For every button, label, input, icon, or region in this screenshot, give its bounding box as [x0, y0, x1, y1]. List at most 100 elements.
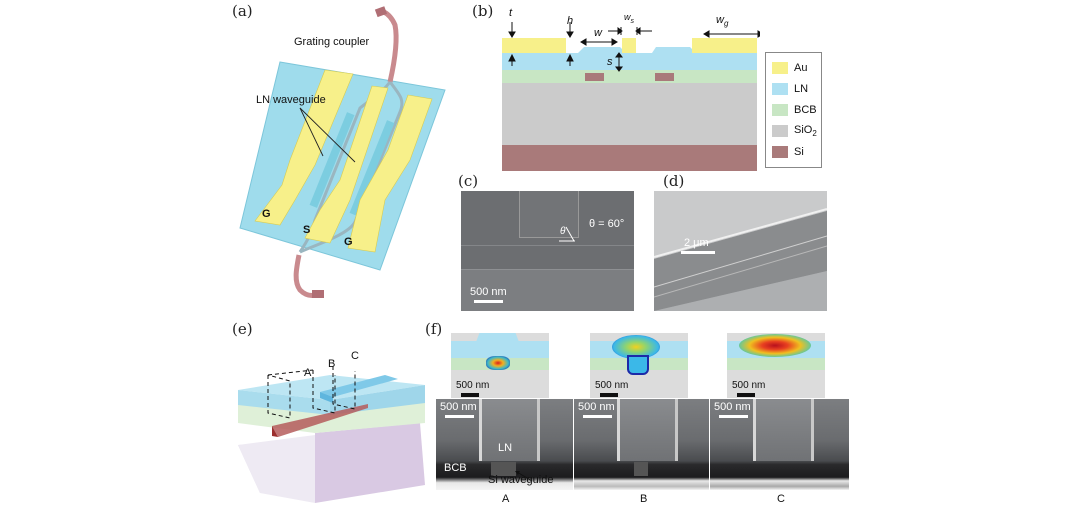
legend-swatch-si [772, 146, 788, 158]
ln-annotation-arrow-2 [299, 107, 356, 163]
si-waveguide-2 [655, 73, 674, 81]
sem-c-lower-region [461, 269, 634, 311]
dim-label-wg: wg [716, 14, 728, 28]
electrode-signal [304, 85, 389, 244]
ln-waveguide-arm-2 [349, 120, 395, 216]
column-label-a: A [502, 493, 510, 505]
substrate-side [315, 423, 425, 503]
angle-symbol: θ [560, 226, 566, 237]
angle-marker [559, 226, 575, 242]
column-label-c: C [777, 493, 785, 505]
sim-scale-label-b: 500 nm [595, 380, 629, 391]
panel-d-sem-image: 2 μm [654, 191, 827, 311]
ln-waveguide-label: LN waveguide [256, 94, 326, 106]
dim-label-h: h [567, 15, 574, 27]
top-fiber [382, 9, 399, 83]
si-taper [272, 404, 368, 437]
dimension-arrows [508, 22, 760, 72]
legend-text-sio2-main: SiO [794, 123, 813, 136]
sim-a-ln [451, 341, 549, 358]
au-electrode-right [692, 38, 757, 53]
angle-value-label: θ = 60° [589, 218, 625, 230]
sim-scale-bar-c [737, 393, 755, 397]
sim-scale-label-a: 500 nm [456, 380, 490, 391]
legend-text-ln: LN [794, 83, 809, 95]
legend-swatch-sio2 [772, 125, 788, 137]
scale-label-d: 2 μm [684, 237, 709, 249]
scale-bar-d [681, 251, 715, 254]
material-legend: Au LN BCB SiO2 Si [765, 52, 822, 168]
sim-a-mode [486, 356, 510, 370]
scale-bar-c [474, 300, 503, 303]
si-taper-end [272, 426, 278, 437]
sem-scale-bar-b [583, 415, 612, 418]
legend-text-bcb: BCB [794, 104, 817, 116]
section-label-a: A [304, 367, 312, 379]
sim-scale-bar-b [600, 393, 618, 397]
panel-f-label: (f) [425, 320, 443, 338]
dim-label-s: s [607, 56, 613, 68]
legend-item-au: Au [772, 61, 807, 75]
sem-scale-bar-c [719, 415, 748, 418]
sem-a-ridge [479, 399, 540, 461]
sim-c-bcb [727, 358, 825, 370]
legend-swatch-au [772, 62, 788, 74]
bottom-connector [312, 290, 324, 298]
section-label-b: B [328, 358, 336, 370]
ln-annotation-arrow-1 [299, 107, 324, 157]
legend-text-sio2: SiO2 [794, 124, 817, 138]
legend-item-si: Si [772, 145, 804, 159]
sem-c-ridge [519, 191, 579, 238]
dim-label-t: t [509, 7, 513, 19]
scale-label-c: 500 nm [470, 286, 507, 298]
mode-simulation-a: 500 nm [451, 333, 549, 398]
ln-waveguide-arm-1 [309, 112, 355, 208]
electrode-ground-right [347, 94, 433, 253]
dim-label-ws-main: w [624, 12, 631, 22]
panel-d-label: (d) [663, 172, 685, 190]
panel-b-label: (b) [472, 2, 494, 20]
panel-a-label: (a) [232, 2, 253, 20]
grating-coupler-label: Grating coupler [294, 36, 370, 48]
legend-swatch-ln [772, 83, 788, 95]
legend-text-au: Au [794, 62, 808, 74]
legend-text-si: Si [794, 146, 804, 158]
sem-b-ridge [617, 399, 678, 461]
substrate-front [238, 435, 315, 503]
sim-c-mode [739, 334, 811, 357]
bottom-fiber [293, 254, 317, 298]
bcb-layer [502, 70, 757, 83]
sem-section-b: 500 nm [574, 399, 709, 490]
sim-scale-label-c: 500 nm [732, 380, 766, 391]
sim-scale-bar-a [461, 393, 479, 397]
panel-a-device-illustration [239, 6, 446, 298]
sem-c-mid-edge [461, 245, 634, 246]
si-waveguide-label: Si waveguide [488, 474, 554, 486]
section-planes [267, 366, 356, 419]
sem-scale-label-b: 500 nm [578, 401, 615, 413]
dim-label-ws-sub: s [630, 17, 635, 25]
sim-b-mode-stem [627, 355, 649, 375]
legend-text-sio2-sub: 2 [812, 129, 817, 139]
panel-c-label: (c) [458, 172, 479, 190]
dim-label-wg-main: w [716, 14, 724, 26]
sio2-layer [502, 83, 757, 145]
bcb-label: BCB [444, 462, 467, 474]
dim-label-ws: ws [624, 12, 634, 25]
si-substrate-layer [502, 145, 757, 171]
top-connector [374, 6, 388, 18]
ln-ridge-front [320, 392, 333, 403]
electrode-ground-left [254, 69, 354, 226]
sem-c-section-ridge [753, 399, 814, 461]
legend-item-ln: LN [772, 82, 808, 96]
legend-item-sio2: SiO2 [772, 124, 817, 138]
electrode-label-g-left: G [262, 208, 271, 220]
panel-e-transition-illustration [238, 366, 425, 503]
sem-d-waveguide-strip [654, 191, 827, 311]
ln-label: LN [498, 442, 513, 454]
dim-label-wg-sub: g [723, 19, 729, 29]
ln-layer-front [238, 390, 330, 415]
panel-b-cross-section [502, 22, 760, 171]
au-electrode-left [502, 38, 566, 53]
electrode-label-s: S [303, 224, 311, 236]
